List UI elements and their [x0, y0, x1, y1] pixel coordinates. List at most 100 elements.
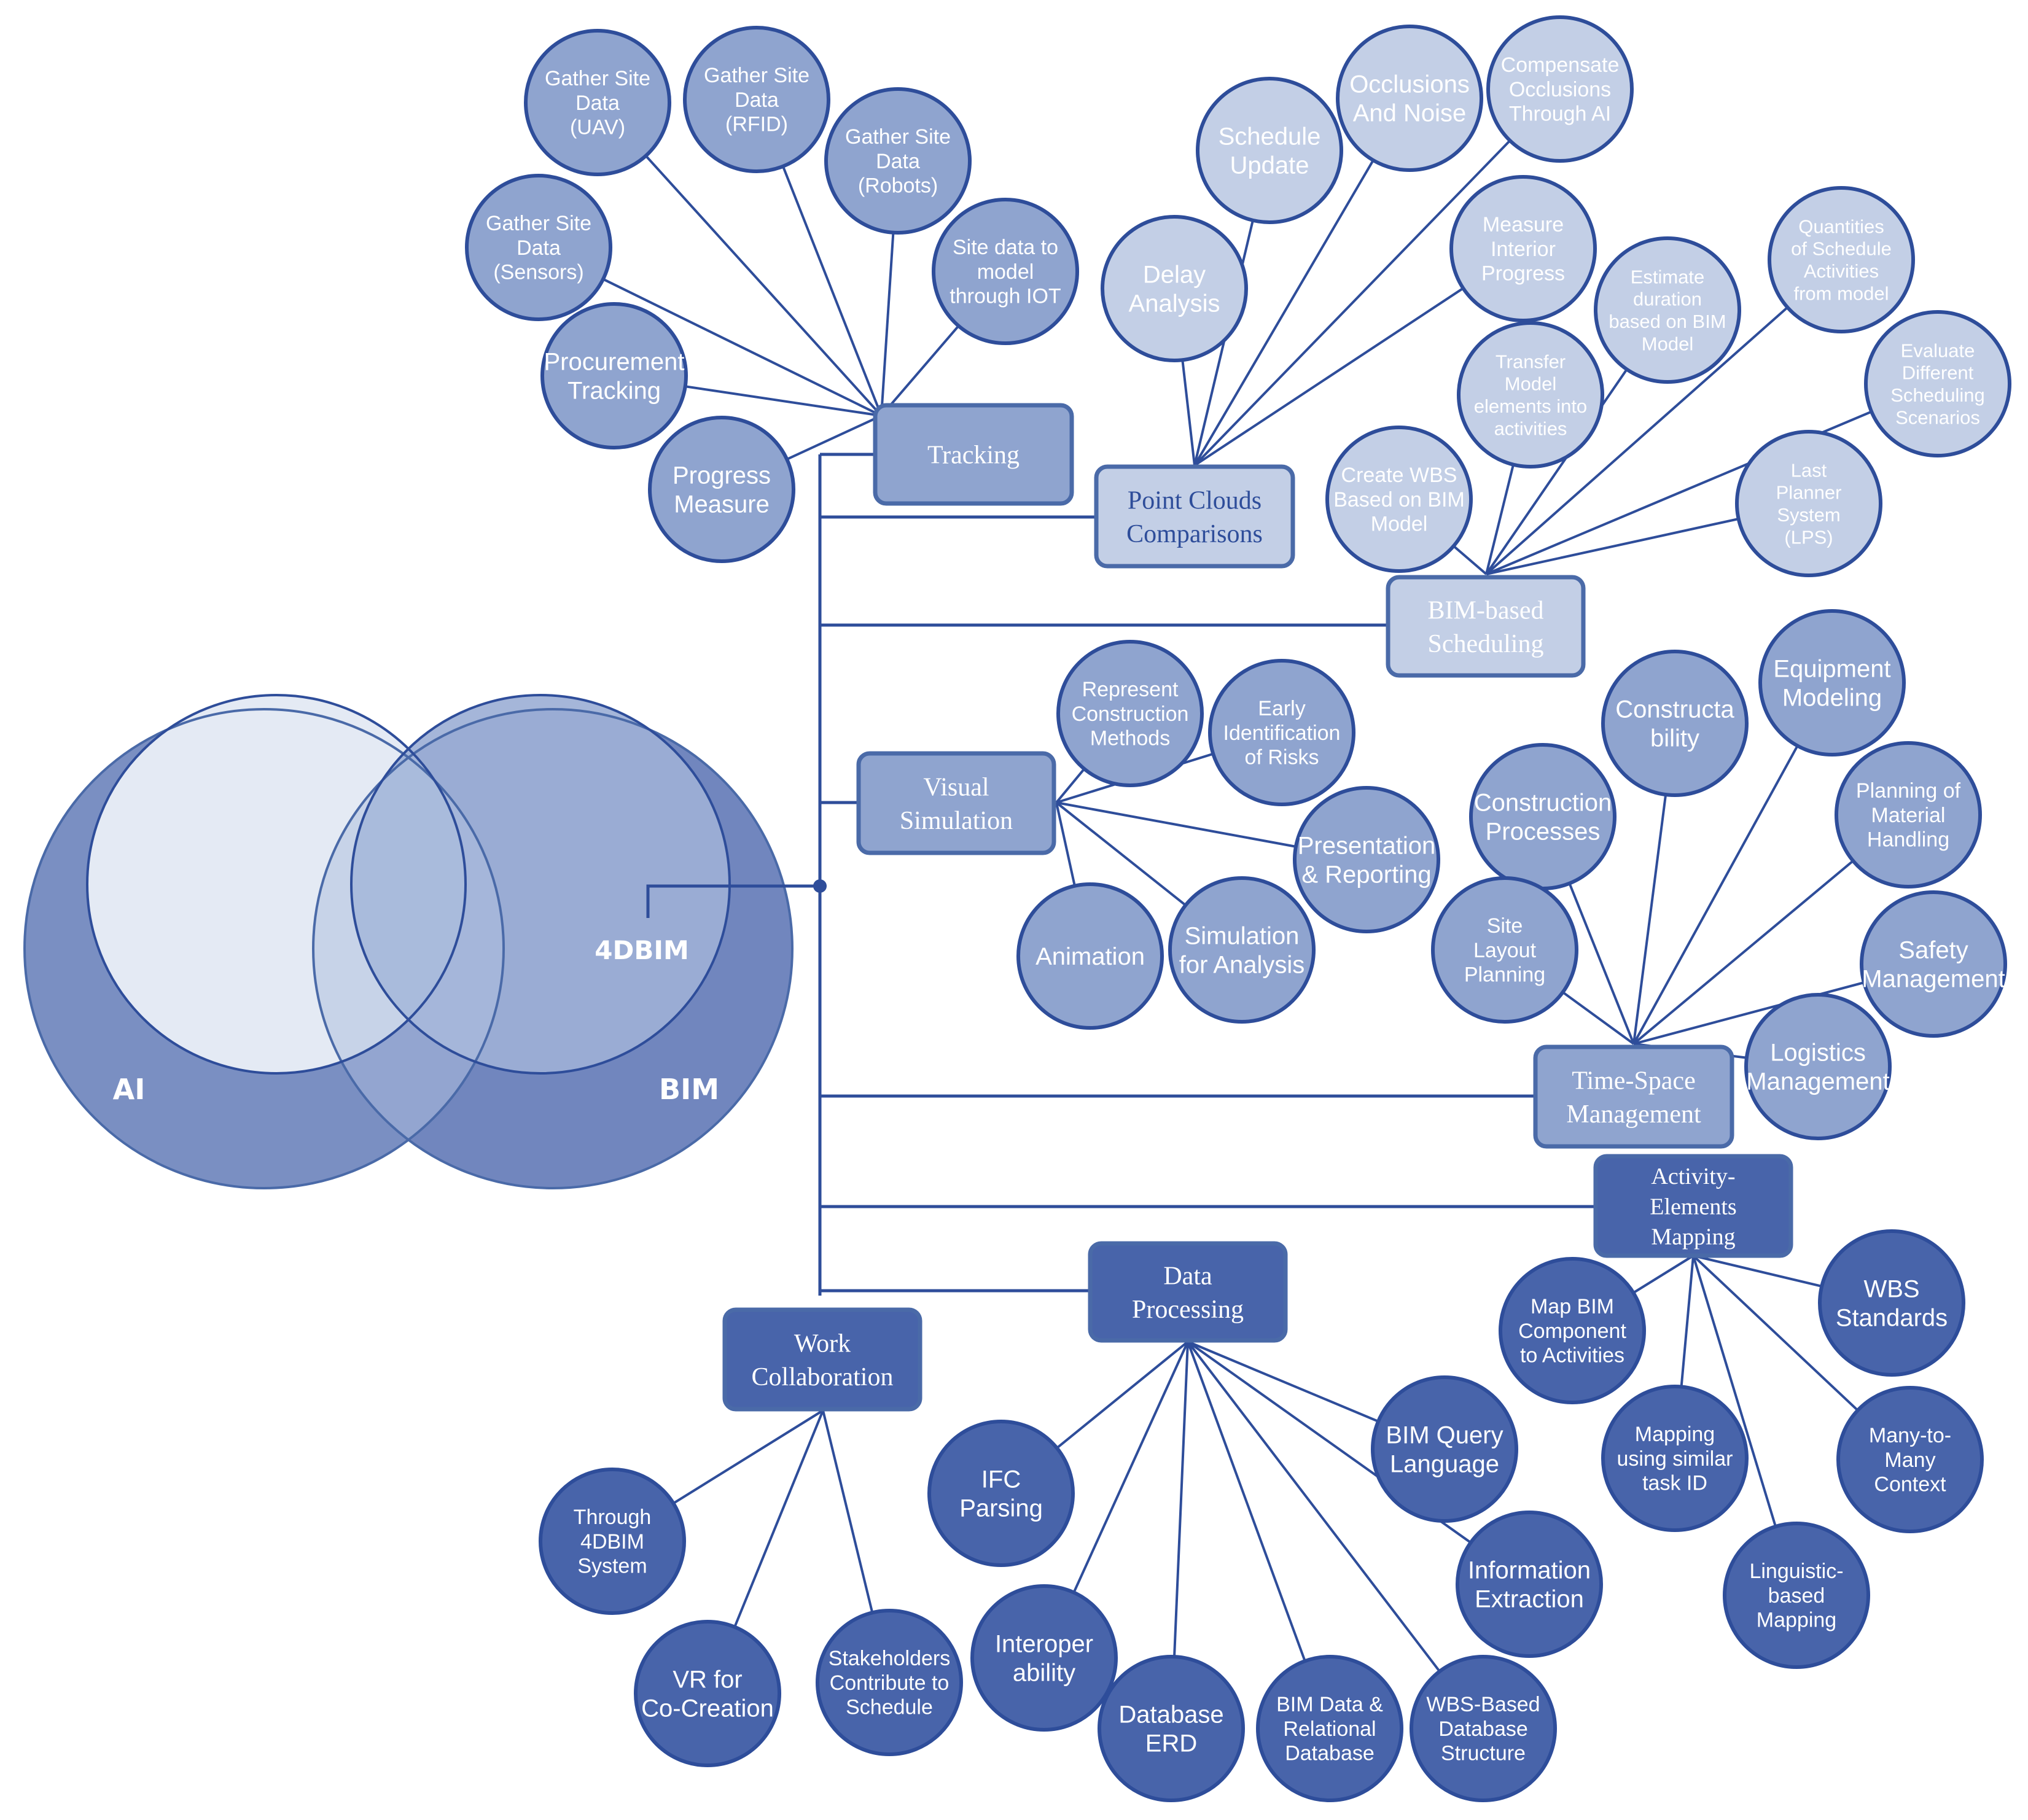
leaf-circle: [465, 174, 612, 321]
leaf-circle: [1768, 186, 1915, 333]
leaf-label: BIM Data &: [1276, 1693, 1383, 1716]
leaf-label: Site: [1487, 914, 1523, 938]
venn-ai-label: AI: [113, 1073, 146, 1106]
leaf-label: Interior: [1491, 238, 1556, 261]
category-box: [1386, 575, 1586, 678]
category-box: [856, 751, 1056, 855]
venn-overlap-lens: [313, 758, 504, 1140]
leaf-circle: [648, 416, 795, 563]
leaf-label: of Risks: [1245, 746, 1319, 769]
leaf-label: Model: [1371, 513, 1428, 536]
leaf-label: of Schedule: [1791, 238, 1892, 260]
category-tracking: Tracking: [873, 403, 1074, 506]
category-label: Simulation: [900, 807, 1013, 835]
category-label: Comparisons: [1126, 520, 1263, 548]
leaf-circle: [1336, 25, 1483, 172]
leaf-label: Based on BIM: [1333, 488, 1465, 511]
leaf-label: & Reporting: [1301, 861, 1431, 888]
leaf-circle: [539, 1468, 686, 1615]
leaf-label: (UAV): [570, 116, 625, 139]
venn-ai-outline: [23, 708, 505, 1189]
leaf-label: Equipment: [1773, 656, 1890, 683]
leaf-circle: [1758, 609, 1906, 756]
leaf-label: Information: [1468, 1557, 1591, 1584]
edge-quantities: [1485, 259, 1843, 575]
category-label: Management: [1566, 1100, 1701, 1129]
leaf-label: Methods: [1090, 727, 1170, 750]
leaf-label: Evaluate: [1901, 340, 1975, 361]
leaf-label: Scenarios: [1895, 406, 1980, 428]
category-box: [722, 1307, 922, 1412]
leaf-label: Occlusions: [1509, 78, 1611, 101]
leaf-label: VR for: [673, 1666, 742, 1694]
leaf-circle: [1168, 876, 1316, 1024]
leaf-circle: [524, 29, 671, 176]
leaf-label: Simulation: [1185, 923, 1300, 950]
leaf-label: Extraction: [1475, 1585, 1584, 1612]
leaf-label: Procurement: [544, 349, 685, 376]
leaf-circle: [1456, 1511, 1603, 1658]
leaf-label: based: [1768, 1584, 1825, 1608]
leaf-circle: [1594, 236, 1741, 384]
leaf-label: Construction: [1072, 702, 1189, 726]
leaf-node-animation: Animation: [1016, 882, 1164, 1030]
leaf-circle: [1735, 430, 1882, 577]
leaf-label: Through: [574, 1506, 652, 1529]
leaf-circle: [1196, 77, 1343, 224]
leaf-label: Many-to-: [1869, 1424, 1951, 1447]
leaf-circle: [1723, 1522, 1870, 1669]
leaf-label: Layout: [1473, 939, 1537, 962]
leaf-circle: [1098, 1655, 1245, 1802]
leaf-label: Activities: [1804, 260, 1879, 282]
leaf-label: Progress: [1481, 262, 1565, 286]
leaf-circle: [1818, 1229, 1965, 1377]
leaf-label: through IOT: [950, 285, 1061, 308]
leaf-circle: [1469, 743, 1617, 890]
leaf-label: Database: [1118, 1701, 1223, 1729]
leaf-label: Database: [1285, 1742, 1375, 1765]
leaf-circle: [1601, 650, 1749, 797]
leaf-circle: [1457, 321, 1604, 469]
leaf-label: Transfer: [1496, 351, 1566, 372]
leaf-label: Identification: [1223, 721, 1341, 745]
leaf-circle: [1486, 15, 1634, 163]
category-label: Elements: [1650, 1194, 1736, 1219]
leaf-label: to Activities: [1520, 1344, 1624, 1367]
leaf-circle: [540, 302, 688, 449]
leaf-circle: [824, 87, 972, 235]
leaf-circle: [1325, 426, 1473, 573]
category-label: Point Clouds: [1128, 486, 1262, 515]
leaf-label: Constructa: [1615, 696, 1734, 723]
venn-4dbim-label: 4DBIM: [595, 935, 689, 965]
leaf-label: Early: [1258, 697, 1305, 720]
category-box: [1533, 1044, 1734, 1149]
leaf-label: Last: [1791, 459, 1827, 481]
leaf-label: Measure: [1483, 213, 1564, 236]
leaf-label: Delay: [1143, 262, 1206, 289]
category-label: Visual: [923, 773, 989, 801]
leaf-label: Language: [1390, 1450, 1499, 1477]
leaf-node-presentation: Presentation& Reporting: [1293, 786, 1440, 933]
leaf-label: IFC: [981, 1466, 1021, 1493]
